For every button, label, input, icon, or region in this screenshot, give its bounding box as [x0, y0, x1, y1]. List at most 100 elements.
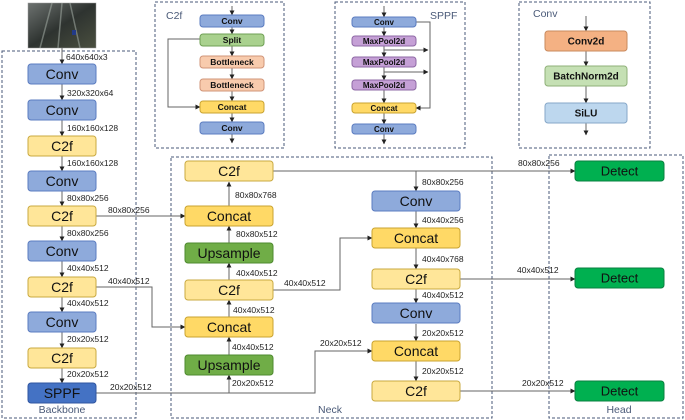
input-image — [27, 2, 97, 49]
node-label: Conv — [46, 173, 79, 189]
node-label: Conv2d — [568, 37, 605, 48]
sppf-detail-group — [334, 1, 466, 149]
node-conv-r4: Conv — [371, 302, 461, 324]
node-box — [27, 347, 97, 369]
node-box — [199, 100, 265, 114]
edge-label-r6d3: 20x20x512 — [522, 378, 564, 388]
edge-label-b10n6: 20x20x512 — [232, 378, 274, 388]
node-conv-c1: Conv — [199, 14, 265, 28]
node-concat-r2: Concat — [371, 227, 461, 249]
edge-arrow — [96, 286, 186, 330]
node-box — [27, 170, 97, 192]
node-upsample-n6: Upsample — [184, 354, 274, 376]
node-label: C2f — [51, 138, 73, 154]
node-bottleneck-c4: Bottleneck — [199, 78, 265, 92]
edge-label-b8b9: 20x20x512 — [67, 334, 109, 344]
edge-label-n1d1: 80x80x256 — [518, 158, 560, 168]
node-maxpool-s3: MaxPool2d — [351, 56, 417, 68]
node-box — [371, 227, 461, 249]
node-c2f-n1: C2f — [184, 160, 274, 182]
node-box — [184, 354, 274, 376]
sppf-detail-title: SPPF — [430, 10, 457, 22]
node-label: Bottleneck — [210, 57, 254, 67]
node-concat-s5: Concat — [351, 102, 417, 114]
node-label: Upsample — [197, 245, 260, 261]
node-box — [371, 268, 461, 290]
node-label: SiLU — [575, 109, 598, 120]
node-label: Concat — [394, 230, 438, 246]
node-box — [544, 30, 628, 52]
node-label: Conv — [400, 193, 433, 209]
node-conv-b4: Conv — [27, 170, 97, 192]
node-box — [27, 99, 97, 121]
edge-label-b10out: 20x20x512 — [110, 382, 152, 392]
node-concat-n2: Concat — [184, 205, 274, 227]
node-conv-b1: Conv — [27, 63, 97, 85]
edge-label-b5b6: 80x80x256 — [67, 228, 109, 238]
node-label: Bottleneck — [210, 80, 254, 90]
node-box — [199, 14, 265, 28]
node-label: Concat — [207, 319, 251, 335]
edge-label-b1b2: 320x320x64 — [67, 88, 114, 98]
edge-label-r2r3: 40x40x768 — [422, 254, 464, 264]
edge-label-b7n5: 40x40x512 — [108, 276, 150, 286]
edge-label-n5n4: 40x40x512 — [233, 305, 275, 315]
node-concat-n5: Concat — [184, 316, 274, 338]
edge-label-r5r6: 20x20x512 — [422, 366, 464, 376]
node-label: MaxPool2d — [363, 58, 405, 67]
node-box — [371, 302, 461, 324]
node-batchnorm-k2: BatchNorm2d — [544, 65, 628, 87]
node-box — [184, 279, 274, 301]
node-box — [27, 382, 97, 404]
node-label: Detect — [601, 164, 639, 179]
edge-label-b6b7: 40x40x512 — [67, 263, 109, 273]
node-split-c2: Split — [199, 33, 265, 47]
node-label: Concat — [207, 208, 251, 224]
node-label: BatchNorm2d — [553, 72, 619, 83]
node-concat-c5: Concat — [199, 100, 265, 114]
node-conv-r1: Conv — [371, 190, 461, 212]
node-box — [184, 160, 274, 182]
head-title: Head — [606, 404, 631, 416]
backbone-group — [1, 50, 137, 419]
node-conv2d-k1: Conv2d — [544, 30, 628, 52]
node-box — [351, 123, 417, 135]
node-c2f-r3: C2f — [371, 268, 461, 290]
node-box — [544, 65, 628, 87]
node-label: Conv — [46, 102, 79, 118]
edge-label-r3d2: 40x40x512 — [517, 265, 559, 275]
node-box — [27, 63, 97, 85]
node-box — [184, 242, 274, 264]
node-label: MaxPool2d — [363, 81, 405, 90]
edge-arrow — [273, 235, 373, 291]
edge-label-b9b10: 20x20x512 — [67, 369, 109, 379]
head-group — [548, 154, 684, 419]
node-label: Concat — [394, 343, 438, 359]
node-silu-k3: SiLU — [544, 102, 628, 124]
node-detect-d1: Detect — [574, 160, 665, 182]
node-label: Conv — [374, 18, 395, 27]
node-detect-d3: Detect — [574, 380, 665, 402]
node-c2f-r6: C2f — [371, 380, 461, 402]
edge-label-r1r2: 40x40x256 — [422, 215, 464, 225]
node-bottleneck-c3: Bottleneck — [199, 55, 265, 69]
node-label: Conv — [221, 16, 243, 26]
node-box — [544, 102, 628, 124]
node-box — [199, 55, 265, 69]
node-label: Conv — [221, 123, 243, 133]
node-box — [27, 311, 97, 333]
node-box — [27, 205, 97, 227]
edge-label-r4r5: 20x20x512 — [422, 328, 464, 338]
node-c2f-b5: C2f — [27, 205, 97, 227]
node-label: Conv — [374, 125, 395, 134]
node-c2f-b3: C2f — [27, 135, 97, 157]
node-box — [27, 276, 97, 298]
node-box — [574, 160, 665, 182]
node-label: Split — [223, 35, 242, 45]
node-sppf-b10: SPPF — [27, 382, 97, 404]
edge-arrow — [167, 38, 201, 110]
node-label: C2f — [218, 282, 240, 298]
node-box — [184, 316, 274, 338]
node-label: Concat — [370, 104, 397, 113]
